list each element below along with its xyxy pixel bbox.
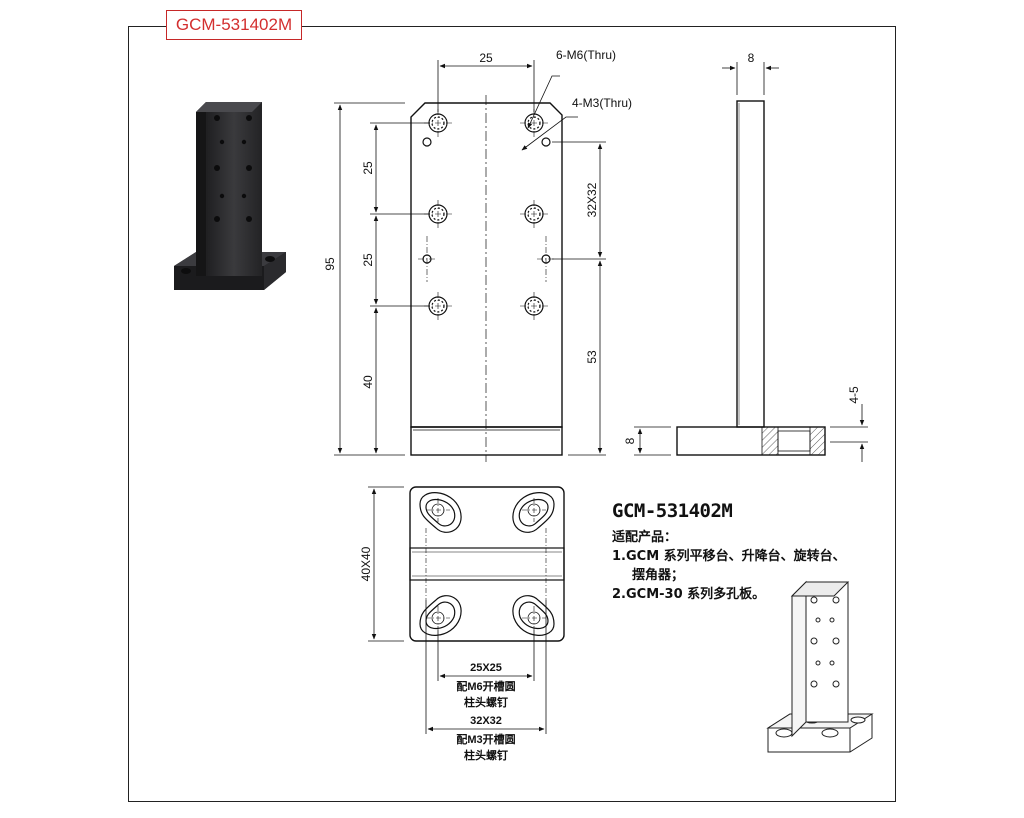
- dim-bottom-40: 40: [361, 375, 375, 389]
- isometric-sketch: [766, 580, 874, 753]
- dim-pitch-right: 32X32: [585, 182, 599, 217]
- m3-holes: [422, 137, 551, 264]
- slot2-note-line2: 柱头螺钉: [464, 748, 508, 762]
- front-dimensions: [334, 60, 606, 456]
- front-view: [410, 95, 563, 462]
- dim-base-8: 8: [623, 437, 637, 444]
- bottom-dimensions: [368, 486, 547, 734]
- slot1-note-line1: 配M6开槽圆: [456, 679, 515, 693]
- side-dimensions: [634, 62, 868, 462]
- model-tag: GCM-531402M: [166, 10, 302, 40]
- info-block: GCM-531402M 适配产品： 1.GCM 系列平移台、升降台、旋转台、 摆…: [612, 500, 892, 604]
- dim-thickness-8: 8: [748, 51, 755, 65]
- callout-m6: 6-M6(Thru): [556, 48, 616, 62]
- slot1-size: 25X25: [470, 662, 502, 674]
- info-heading: 适配产品：: [612, 530, 678, 545]
- product-photo: [174, 102, 286, 290]
- dim-pitch-mid: 25: [361, 253, 375, 267]
- info-item2: 2.GCM-30 系列多孔板。: [612, 587, 766, 602]
- dim-bottom-right: 53: [585, 350, 599, 364]
- dim-height-95: 95: [323, 257, 337, 271]
- bottom-view: [409, 486, 565, 642]
- drawing-frame: [128, 26, 896, 802]
- callout-m3: 4-M3(Thru): [572, 96, 632, 110]
- slot1-note-line2: 柱头螺钉: [464, 695, 508, 709]
- dim-size-40x40: 40X40: [359, 546, 373, 581]
- slot2-size: 32X32: [470, 715, 502, 727]
- dim-counterbore: 4-5: [847, 386, 861, 404]
- dim-pitch-top: 25: [361, 161, 375, 175]
- dim-width-25: 25: [479, 51, 493, 65]
- side-view: [676, 100, 826, 456]
- info-item1-line2: 摆角器；: [632, 568, 685, 583]
- slot2-note-line1: 配M3开槽圆: [456, 732, 515, 746]
- info-item1-line1: 1.GCM 系列平移台、升降台、旋转台、: [612, 549, 846, 564]
- info-title: GCM-531402M: [612, 500, 733, 522]
